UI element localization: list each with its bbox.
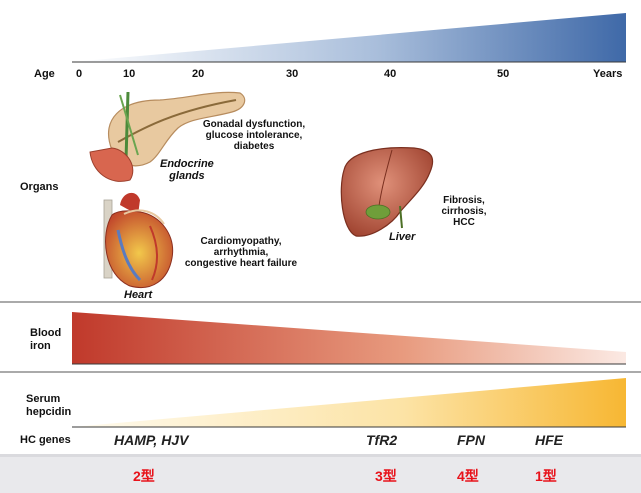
endocrine-effect: glucose intolerance, bbox=[205, 130, 303, 141]
type-label: 4型 bbox=[457, 468, 479, 484]
row-label-hc-genes: HC genes bbox=[20, 434, 71, 446]
heart-effect: congestive heart failure bbox=[184, 258, 298, 269]
footer-band bbox=[0, 457, 641, 493]
footer-divider bbox=[0, 454, 641, 457]
row-label-organs: Organs bbox=[20, 181, 59, 193]
heart-effects: Cardiomyopathy, arrhythmia, congestive h… bbox=[172, 236, 310, 269]
age-tick: 10 bbox=[123, 68, 136, 80]
heart-illustration bbox=[103, 192, 174, 288]
serum-hepcidin-line1: Serum bbox=[26, 393, 61, 405]
endocrine-effect: diabetes bbox=[233, 141, 275, 152]
age-tick: 0 bbox=[76, 68, 83, 80]
liver-effect: HCC bbox=[453, 217, 475, 228]
endocrine-effect: Gonadal dysfunction, bbox=[202, 119, 306, 130]
age-tick: 50 bbox=[497, 68, 510, 80]
gene-fpn: FPN bbox=[457, 432, 485, 448]
gene-tfr2: TfR2 bbox=[366, 432, 398, 448]
age-tick: 30 bbox=[286, 68, 299, 80]
serum-hepcidin-line2: hepcidin bbox=[26, 406, 72, 418]
endocrine-name-line2: glands bbox=[169, 170, 205, 182]
blood-iron-wedge bbox=[72, 312, 626, 364]
age-tick: 40 bbox=[384, 68, 397, 80]
liver-effect: cirrhosis, bbox=[441, 206, 487, 217]
endocrine-name: Endocrine glands bbox=[160, 158, 214, 182]
type-label: 2型 bbox=[133, 468, 155, 484]
gene-hfe: HFE bbox=[535, 432, 563, 448]
blood-iron-line2: iron bbox=[30, 340, 51, 352]
liver-illustration bbox=[340, 147, 434, 237]
pancreas-illustration bbox=[89, 91, 246, 182]
heart-effect: Cardiomyopathy, bbox=[200, 236, 282, 247]
liver-name: Liver bbox=[389, 231, 416, 243]
age-tick: 20 bbox=[192, 68, 205, 80]
heart-name: Heart bbox=[124, 289, 153, 301]
age-tick: Years bbox=[593, 68, 623, 80]
heart-effect: arrhythmia, bbox=[213, 247, 269, 258]
gene-hamp-hjv: HAMP, HJV bbox=[114, 432, 189, 448]
hepcidin-wedge bbox=[72, 378, 626, 427]
endocrine-name-line1: Endocrine bbox=[160, 158, 214, 170]
liver-effect: Fibrosis, bbox=[443, 195, 485, 206]
liver-effects: Fibrosis, cirrhosis, HCC bbox=[434, 195, 494, 228]
type-label: 1型 bbox=[535, 468, 557, 484]
type-label: 3型 bbox=[375, 468, 397, 484]
row-label-age: Age bbox=[34, 68, 55, 80]
row-label-serum-hepcidin: Serum hepcidin bbox=[26, 393, 71, 419]
endocrine-effects: Gonadal dysfunction, glucose intolerance… bbox=[194, 119, 314, 152]
blood-iron-line1: Blood bbox=[30, 327, 62, 339]
row-label-blood-iron: Blood iron bbox=[30, 327, 61, 353]
